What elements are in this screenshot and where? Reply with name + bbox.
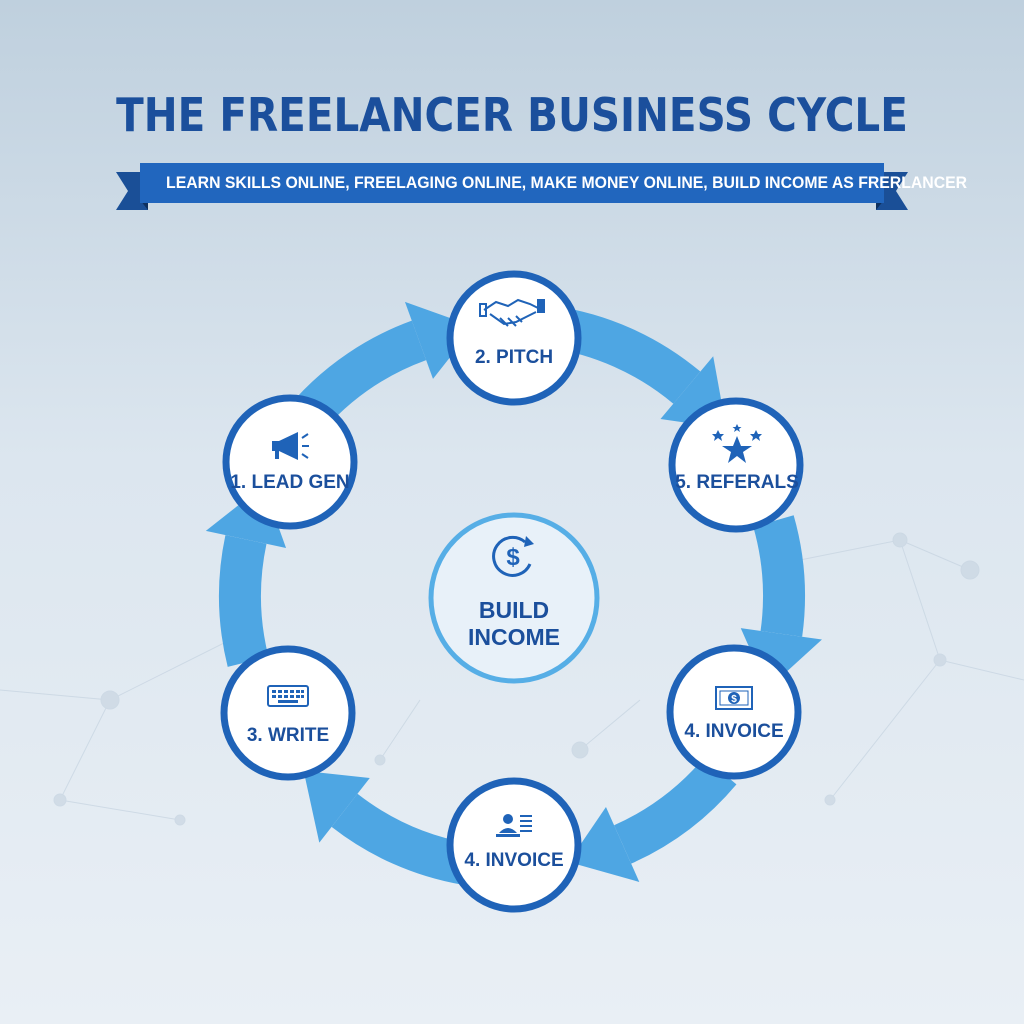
dollar-cycle-icon: $ [492, 535, 534, 577]
arrow-leadgen-to-pitch-body [294, 320, 427, 429]
center-circle [428, 512, 600, 684]
page-title: THE FREELANCER BUSINESS CYCLE [116, 88, 908, 142]
center-hub: $ BUILD INCOME [428, 512, 600, 684]
handshake-icon [479, 298, 545, 327]
arrow-invoice-to-invoice-body [614, 757, 737, 864]
arrow-invoice-to-write-body [331, 793, 469, 885]
node-invoice-bottom: 4. INVOICE [446, 777, 582, 913]
node-label: 3. WRITE [247, 725, 329, 746]
center-label-line1: BUILD [479, 597, 549, 623]
keyboard-icon [267, 685, 309, 707]
node-lead-gen: 1. LEAD GEN [222, 394, 358, 530]
node-invoice-right: $ 4. INVOICE [666, 644, 802, 780]
megaphone-icon [272, 432, 309, 460]
arrow-invoice-to-invoice-head [568, 807, 640, 882]
node-circle [446, 777, 582, 913]
node-label: 5. REFERALS [675, 472, 799, 493]
arrow-invoice-to-write-head [303, 770, 370, 843]
banknote-icon: $ [715, 686, 753, 710]
node-label: 1. LEAD GEN [230, 472, 349, 493]
center-label-line2: INCOME [468, 624, 560, 650]
cycle-nodes: 2. PITCH 5. REFERALS [220, 270, 804, 913]
node-pitch: 2. PITCH [446, 270, 582, 406]
node-circle [220, 645, 356, 781]
arrow-referrals-to-invoice-body [753, 515, 805, 637]
cycle-arrows [205, 301, 822, 885]
subtitle-text: LEARN SKILLS ONLINE, FREELAGING ONLINE, … [166, 173, 968, 192]
node-circle [666, 644, 802, 780]
node-label: 4. INVOICE [684, 721, 783, 742]
node-referrals: 5. REFERALS [668, 397, 804, 533]
arrow-pitch-to-referrals-body [546, 305, 701, 404]
person-list-icon [496, 814, 532, 837]
node-circle [446, 270, 582, 406]
arrow-write-to-leadgen-body [219, 535, 269, 667]
node-label: 2. PITCH [475, 347, 553, 368]
svg-text:$: $ [506, 544, 520, 571]
node-circle [668, 397, 804, 533]
svg-text:$: $ [731, 694, 737, 705]
subtitle-banner [116, 163, 908, 210]
node-label: 4. INVOICE [464, 850, 563, 871]
node-write: 3. WRITE [220, 645, 356, 781]
stars-icon [712, 424, 762, 463]
node-circle [222, 394, 358, 530]
banner-body [140, 163, 884, 203]
